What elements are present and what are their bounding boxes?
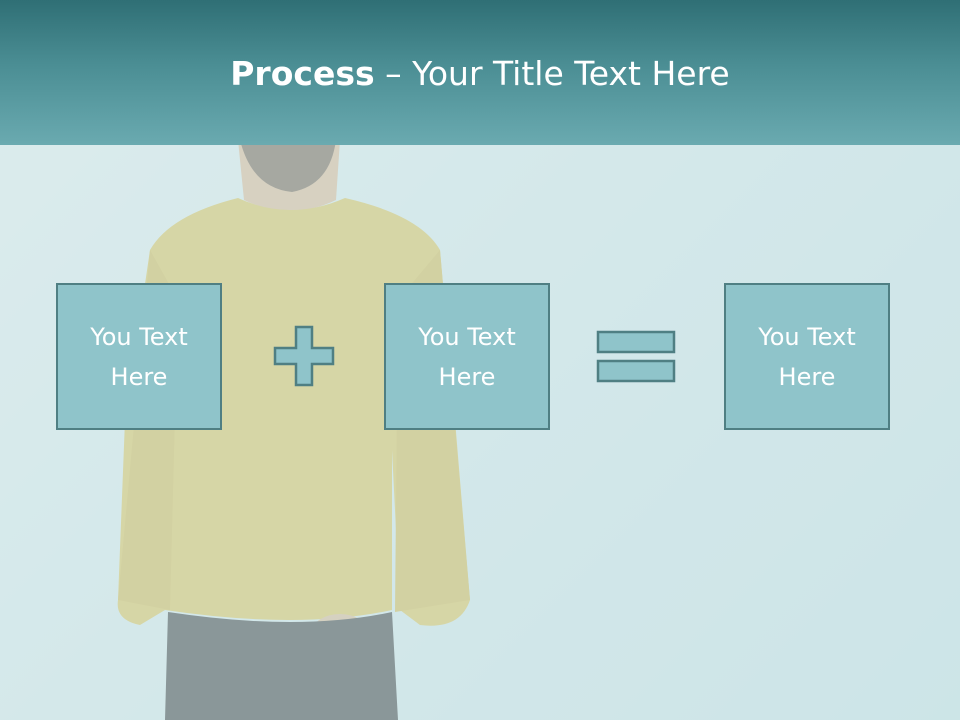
process-box-2[interactable]: You Text Here — [384, 283, 550, 430]
process-box-3-text: You Text Here — [758, 322, 856, 391]
process-box-3[interactable]: You Text Here — [724, 283, 890, 430]
slide-title[interactable]: Process – Your Title Text Here — [0, 52, 960, 96]
plus-icon — [273, 325, 335, 387]
process-box-1-text: You Text Here — [90, 322, 188, 391]
equals-bar-bottom — [596, 359, 676, 383]
equals-icon — [596, 330, 676, 383]
title-bar: Process – Your Title Text Here — [0, 0, 960, 145]
process-box-2-text: You Text Here — [418, 322, 516, 391]
process-box-1[interactable]: You Text Here — [56, 283, 222, 430]
title-rest: – Your Title Text Here — [374, 54, 730, 93]
title-bold: Process — [230, 54, 375, 93]
equals-bar-top — [596, 330, 676, 354]
